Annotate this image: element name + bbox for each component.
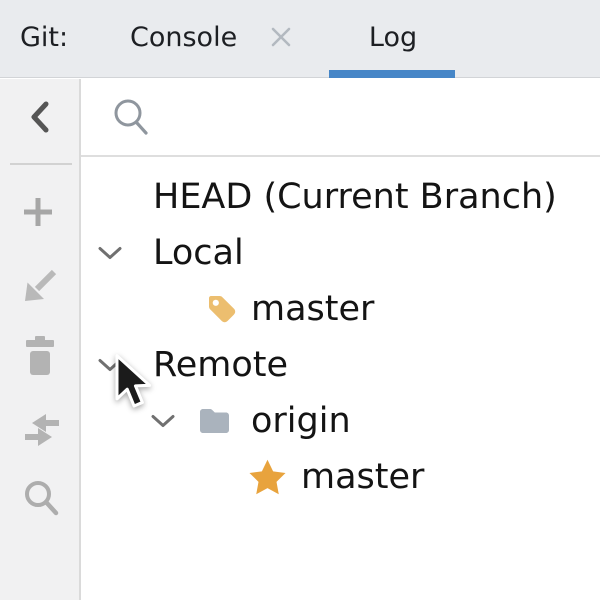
- collapse-button[interactable]: [26, 100, 54, 134]
- branch-search-bar: [81, 79, 600, 157]
- group-label: Remote: [153, 345, 289, 385]
- chevron-down-icon[interactable]: [98, 358, 122, 372]
- find-button[interactable]: [22, 479, 62, 521]
- group-label: Local: [153, 233, 244, 273]
- delete-button[interactable]: [23, 336, 57, 376]
- search-input[interactable]: [163, 89, 590, 147]
- remote-label: origin: [251, 401, 351, 441]
- chevron-down-icon[interactable]: [151, 414, 175, 428]
- checkout-button[interactable]: [22, 266, 60, 304]
- tree-row-origin-master[interactable]: master: [81, 449, 600, 505]
- tag-icon: [205, 292, 239, 326]
- tool-window-tab-bar: Git: Console Log: [0, 0, 600, 78]
- search-icon: [114, 99, 148, 135]
- tree-row-local[interactable]: Local: [81, 225, 600, 281]
- compare-button[interactable]: [22, 412, 62, 448]
- tree-row-origin[interactable]: origin: [81, 393, 600, 449]
- branches-toolbar: [0, 79, 81, 600]
- tab-console[interactable]: Console: [130, 0, 300, 74]
- converging-arrows-icon: [25, 414, 59, 446]
- search-icon: [25, 481, 59, 516]
- tree-row-head[interactable]: HEAD (Current Branch): [81, 169, 600, 225]
- tool-window-title: Git:: [20, 21, 69, 53]
- tab-log[interactable]: Log: [338, 0, 448, 74]
- tab-log-label: Log: [368, 21, 418, 53]
- tab-console-label: Console: [130, 21, 238, 53]
- chevron-down-icon[interactable]: [98, 246, 122, 260]
- trash-icon: [26, 336, 54, 375]
- branch-tree: HEAD (Current Branch) Local m: [81, 159, 600, 600]
- branches-panel: HEAD (Current Branch) Local m: [81, 79, 600, 600]
- star-icon: [248, 459, 287, 496]
- branch-label: HEAD (Current Branch): [153, 177, 557, 217]
- chevron-left-icon: [31, 101, 49, 133]
- active-tab-underline: [329, 70, 455, 78]
- close-icon[interactable]: [268, 24, 294, 50]
- add-button[interactable]: [21, 195, 55, 229]
- branch-label: master: [251, 289, 375, 329]
- branch-label: master: [301, 457, 425, 497]
- folder-icon: [198, 407, 231, 435]
- tree-row-remote[interactable]: Remote: [81, 337, 600, 393]
- arrow-down-left-icon: [25, 269, 57, 301]
- toolbar-separator: [10, 163, 72, 165]
- tree-row-local-master[interactable]: master: [81, 281, 600, 337]
- plus-icon: [24, 198, 52, 226]
